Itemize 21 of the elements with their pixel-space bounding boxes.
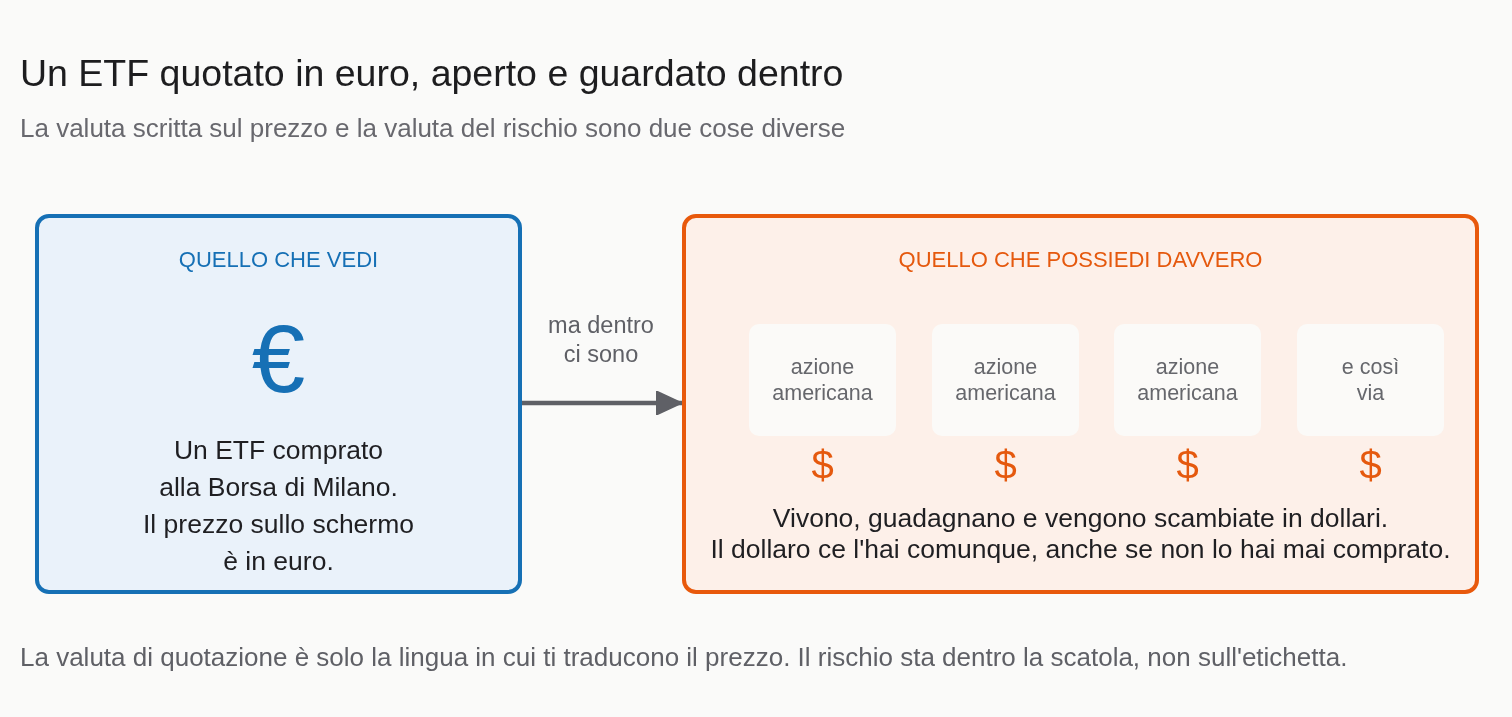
currency-symbol: $ bbox=[1358, 445, 1383, 485]
caption: La valuta di quotazione è solo la lingua in cui ti traducono il prezzo. Il rischio sta dentro la scatola, non sull'etichetta. bbox=[20, 641, 1348, 673]
title: Un ETF quotato in euro, aperto e guardato dentro bbox=[20, 51, 844, 96]
description-text: Un ETF comprato alla Borsa di Milano. bbox=[158, 433, 399, 504]
card-label: azione americana bbox=[771, 354, 874, 406]
panel-heading: QUELLO CHE VEDI bbox=[177, 247, 380, 273]
card-label: azione americana bbox=[954, 354, 1057, 406]
description-text: Il prezzo sullo schermo è in euro. bbox=[142, 507, 415, 578]
currency-symbol: $ bbox=[1175, 445, 1200, 485]
currency-symbol: $ bbox=[993, 445, 1018, 485]
description-text: Vivono, guadagnano e vengono scambiate in dollari. bbox=[771, 502, 1390, 534]
subtitle: La valuta scritta sul prezzo e la valuta del rischio sono due cose diverse bbox=[20, 112, 846, 144]
panel bbox=[35, 214, 522, 594]
card-label: azione americana bbox=[1136, 354, 1239, 406]
panel-heading: QUELLO CHE POSSIEDI DAVVERO bbox=[897, 247, 1264, 273]
description-text: Il dollaro ce l'hai comunque, anche se non lo hai mai comprato. bbox=[709, 533, 1452, 565]
panel bbox=[682, 214, 1479, 594]
currency-symbol: € bbox=[250, 311, 307, 407]
card-label: e così via bbox=[1340, 354, 1401, 406]
arrow bbox=[522, 390, 683, 416]
currency-symbol: $ bbox=[810, 445, 835, 485]
